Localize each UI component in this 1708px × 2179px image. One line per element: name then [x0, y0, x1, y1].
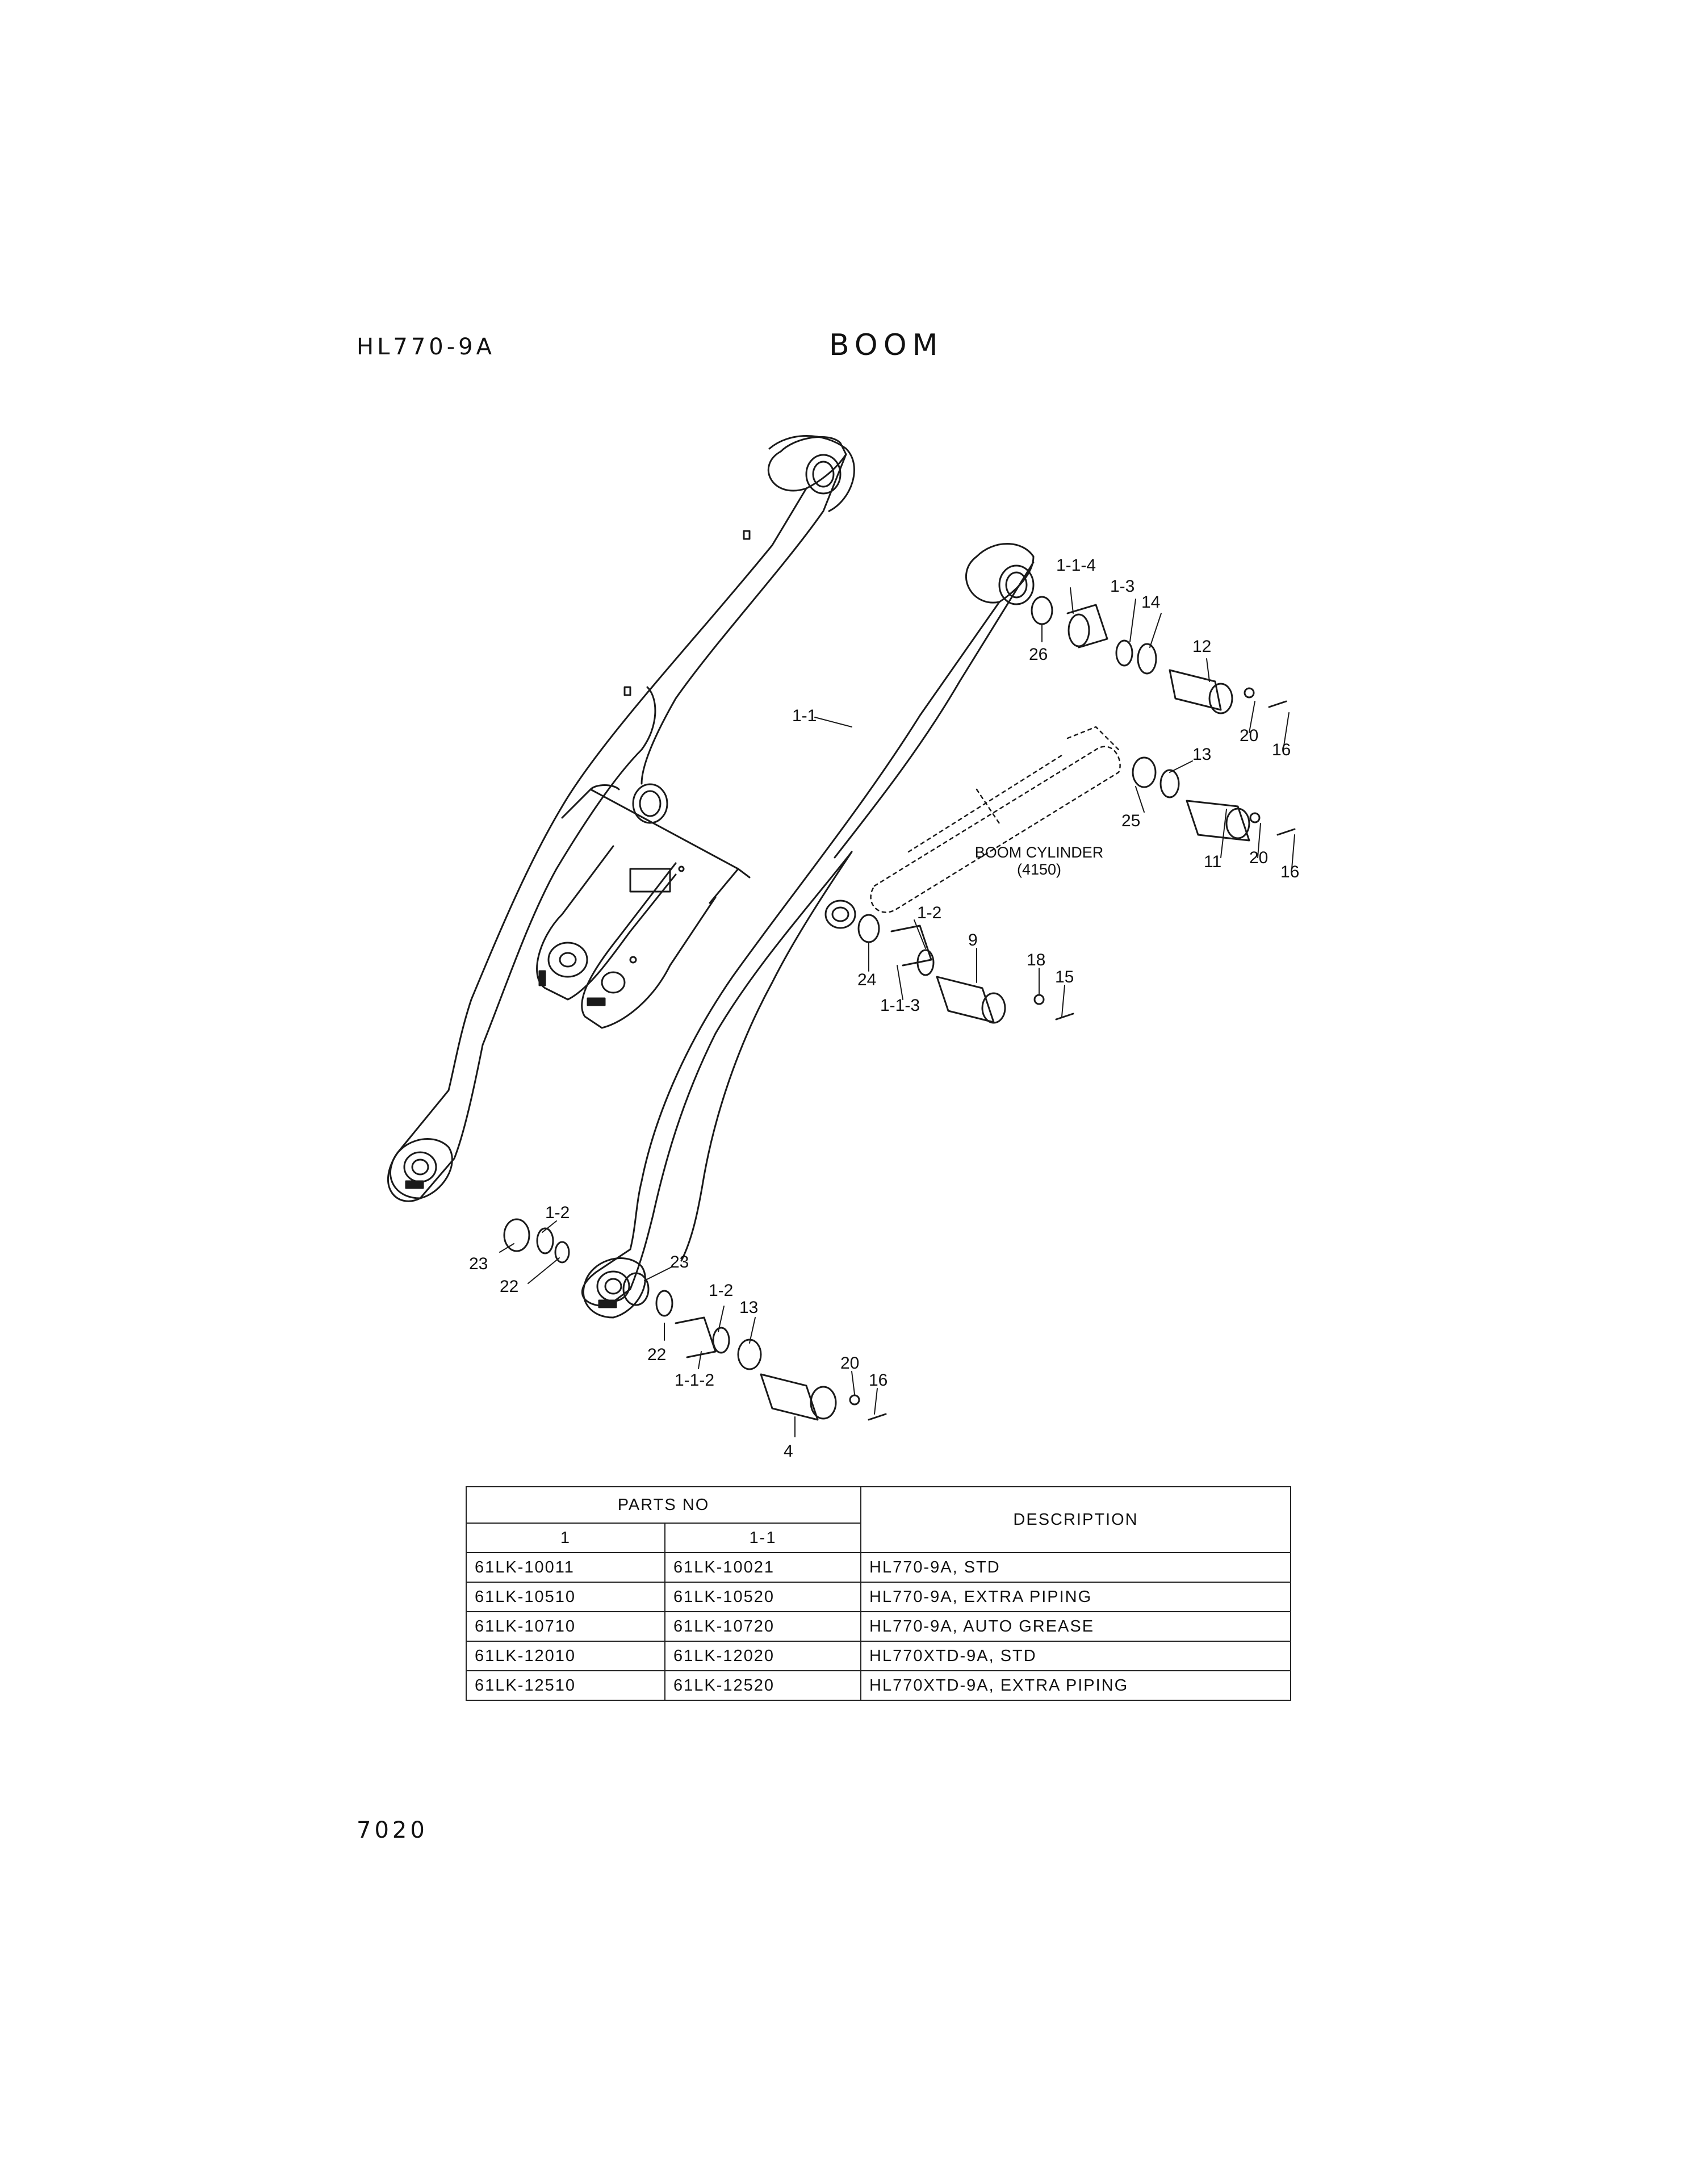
boom-exploded-diagram: BOOM CYLINDER (4150)	[387, 435, 1299, 1461]
table-row: 61LK-10710 61LK-10720 HL770-9A, AUTO GRE…	[466, 1611, 1292, 1642]
part-no-1-1: 61LK-10520	[664, 1582, 862, 1612]
model-number: HL770-9A	[357, 334, 495, 360]
table-row: 61LK-12510 61LK-12520 HL770XTD-9A, EXTRA…	[466, 1670, 1292, 1701]
callout-1-1: 1-1	[792, 706, 817, 725]
callout-15: 15	[1055, 968, 1074, 986]
callout-14: 14	[1141, 593, 1160, 612]
callout-26: 26	[1029, 645, 1048, 664]
callout-22-left: 22	[500, 1277, 518, 1296]
callout-9: 9	[968, 931, 978, 950]
callout-13-bottom: 13	[739, 1298, 758, 1317]
callout-1-1-4: 1-1-4	[1056, 556, 1096, 575]
callout-1-3: 1-3	[1110, 577, 1135, 596]
callout-1-2-bottom: 1-2	[709, 1281, 733, 1300]
callout-18: 18	[1027, 951, 1045, 969]
part-no-1: 61LK-10710	[466, 1611, 665, 1642]
callout-1-2-lower: 1-2	[917, 904, 941, 922]
callout-23-left: 23	[469, 1254, 488, 1273]
part-no-1-1: 61LK-10720	[664, 1611, 862, 1642]
column-header-1: 1	[466, 1523, 665, 1553]
callout-24: 24	[857, 971, 876, 989]
callout-23-bottom: 23	[670, 1253, 689, 1272]
callout-25: 25	[1121, 812, 1140, 830]
part-description: HL770-9A, EXTRA PIPING	[860, 1582, 1292, 1612]
boom-arm-left	[387, 435, 855, 1202]
part-description: HL770XTD-9A, STD	[860, 1641, 1292, 1671]
bottom-pin-group	[503, 1218, 887, 1421]
callout-22-bottom: 22	[647, 1345, 666, 1364]
table-row: 61LK-12010 61LK-12020 HL770XTD-9A, STD	[466, 1641, 1292, 1671]
callout-16-bottom: 16	[869, 1371, 888, 1390]
callout-1-2-left: 1-2	[545, 1203, 570, 1222]
boom-cylinder	[870, 726, 1121, 913]
page-number: 7020	[357, 1817, 428, 1843]
parts-no-header: PARTS NO	[465, 1486, 862, 1524]
boom-cross-tube	[536, 784, 751, 1029]
part-no-1: 61LK-12510	[466, 1670, 665, 1701]
callout-20-upper: 20	[1240, 726, 1258, 745]
callout-20-middle: 20	[1249, 848, 1268, 867]
middle-pin-group	[1132, 756, 1296, 842]
column-header-1-1: 1-1	[664, 1523, 862, 1553]
parts-table: PARTS NO DESCRIPTION 1 1-1 61LK-10011 61…	[465, 1486, 1292, 1701]
table-row: 61LK-10011 61LK-10021 HL770-9A, STD	[466, 1552, 1292, 1583]
lower-pin-group	[857, 914, 1074, 1024]
part-description: HL770-9A, AUTO GREASE	[860, 1611, 1292, 1642]
callout-4: 4	[784, 1442, 793, 1461]
part-no-1-1: 61LK-10021	[664, 1552, 862, 1583]
callout-20-bottom: 20	[840, 1354, 859, 1373]
part-no-1-1: 61LK-12520	[664, 1670, 862, 1701]
callout-1-1-2: 1-1-2	[675, 1371, 714, 1390]
part-description: HL770-9A, STD	[860, 1552, 1292, 1583]
callout-13-middle: 13	[1192, 745, 1211, 764]
boom-cylinder-label: BOOM CYLINDER	[975, 844, 1104, 861]
part-no-1-1: 61LK-12020	[664, 1641, 862, 1671]
callouts: 1-1-4 26 1-3 14 12 20 16 1-1 13 25 11 20…	[469, 556, 1299, 1461]
callout-11: 11	[1204, 852, 1221, 871]
upper-pin-group	[1031, 596, 1287, 714]
boom-cylinder-ref: (4150)	[1017, 861, 1061, 878]
table-row: 61LK-10510 61LK-10520 HL770-9A, EXTRA PI…	[466, 1582, 1292, 1612]
callout-12: 12	[1192, 637, 1211, 656]
callout-16-middle: 16	[1280, 863, 1299, 881]
part-no-1: 61LK-10011	[466, 1552, 665, 1583]
leader-lines	[499, 587, 1295, 1437]
part-description: HL770XTD-9A, EXTRA PIPING	[860, 1670, 1292, 1701]
description-header: DESCRIPTION	[860, 1486, 1292, 1553]
callout-1-1-3: 1-1-3	[880, 996, 920, 1015]
page-title: BOOM	[829, 328, 944, 362]
part-no-1: 61LK-10510	[466, 1582, 665, 1612]
callout-16-upper: 16	[1272, 741, 1291, 759]
part-no-1: 61LK-12010	[466, 1641, 665, 1671]
boom-arm-right	[581, 543, 1035, 1319]
